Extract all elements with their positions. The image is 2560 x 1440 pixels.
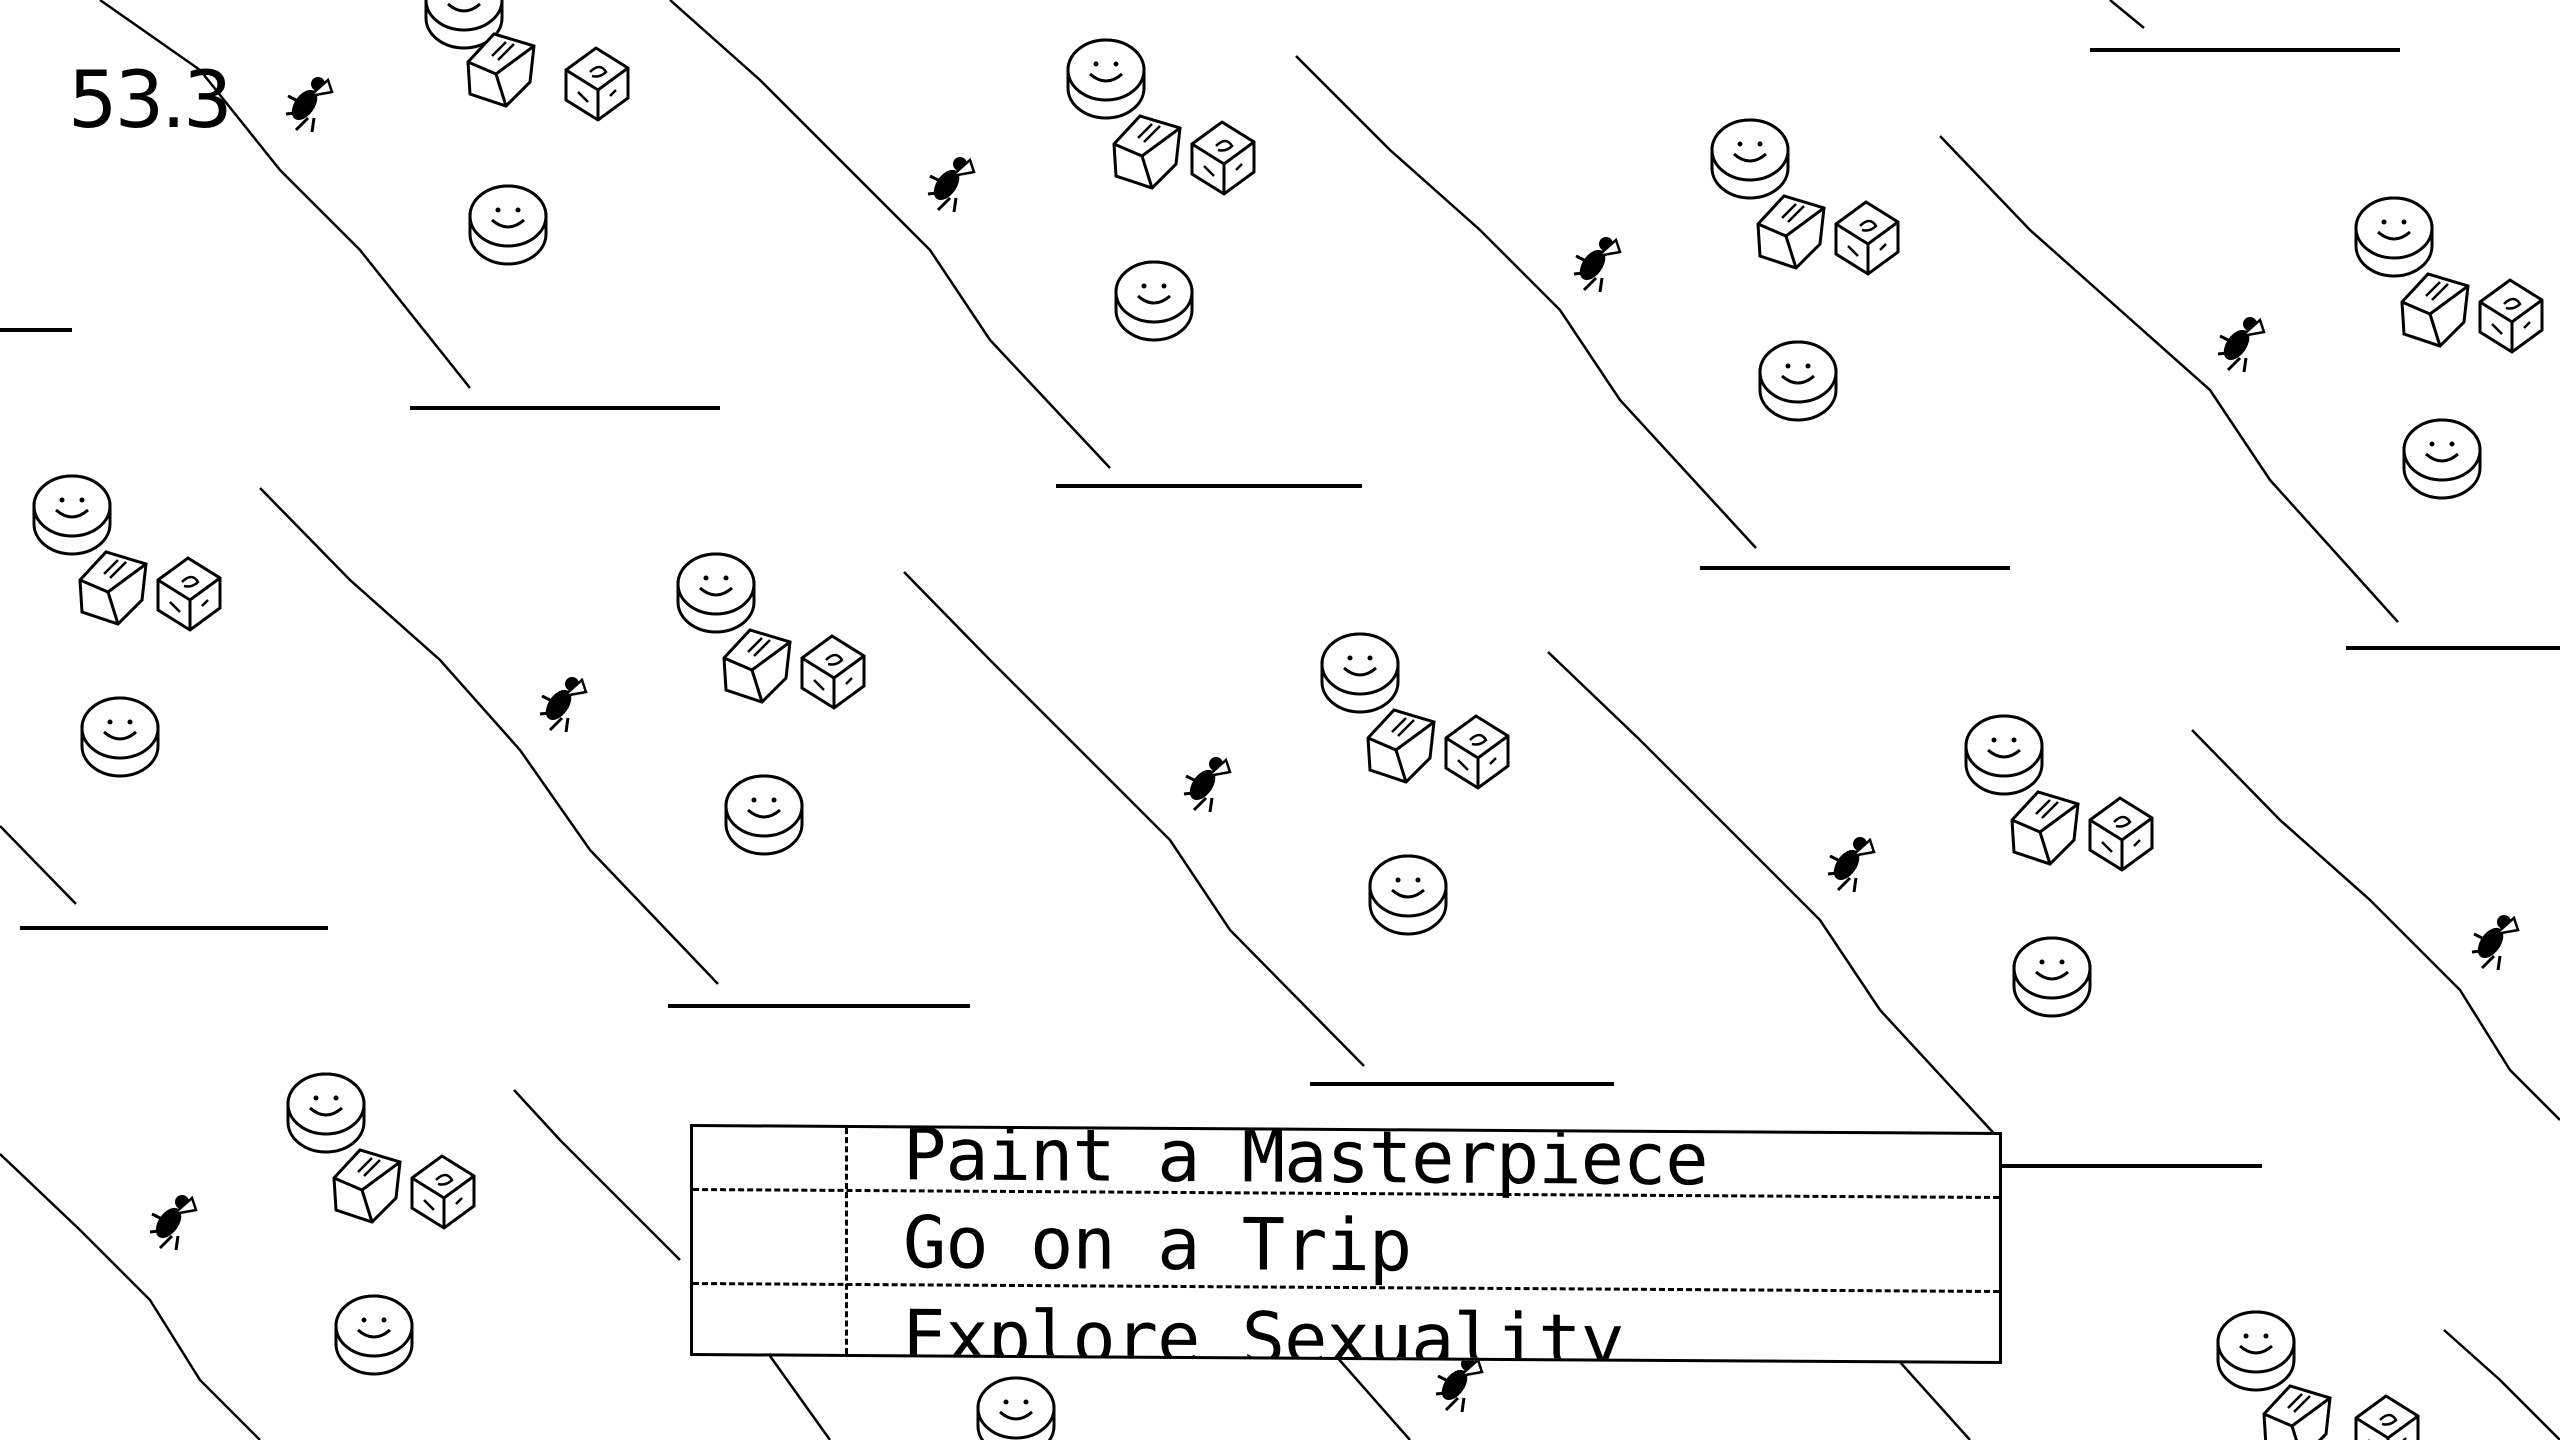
- menu-item-label: Paint a Masterpiece: [903, 1123, 1708, 1202]
- fly-icon: [285, 77, 334, 133]
- menu-item-label: Explore Sexuality: [903, 1294, 1623, 1365]
- menu-item-label: Go on a Trip: [903, 1200, 1412, 1288]
- menu-item-trip[interactable]: Go on a Trip: [693, 1191, 1999, 1293]
- menu-cursor-column: [693, 1127, 848, 1354]
- menu-item-paint[interactable]: Paint a Masterpiece: [693, 1123, 1999, 1202]
- score-counter: 53.3: [68, 56, 233, 146]
- ledges: [0, 48, 2560, 1168]
- menu-item-explore[interactable]: Explore Sexuality: [693, 1285, 1999, 1364]
- activity-menu: Paint a Masterpiece Go on a Trip Explore…: [690, 1123, 2002, 1365]
